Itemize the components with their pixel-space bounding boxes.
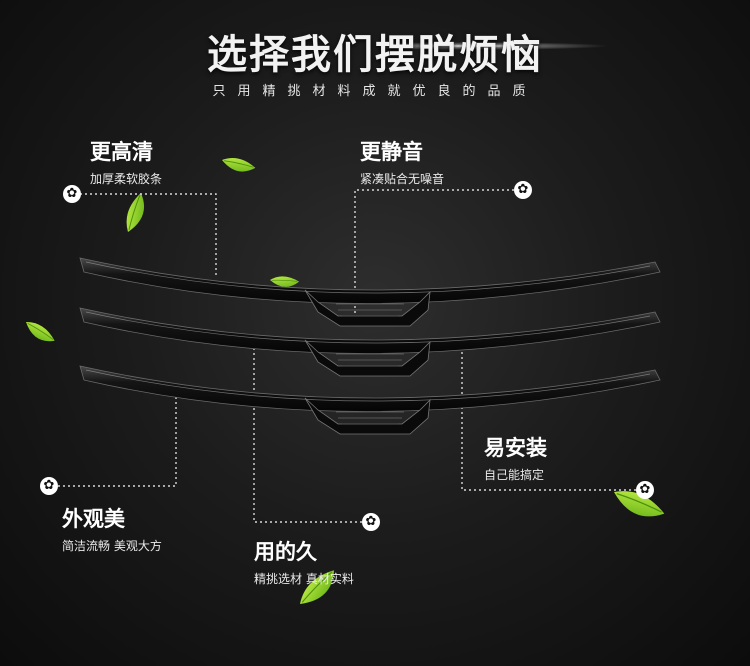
feature-clarity: 更高清 加厚柔软胶条	[90, 136, 162, 187]
feature-quiet: 更静音 紧凑贴合无噪音	[360, 136, 444, 187]
wiper-blade-icon	[79, 257, 661, 327]
feature-looks: 外观美 简洁流畅 美观大方	[62, 503, 162, 554]
feature-title: 用的久	[254, 540, 317, 564]
feature-title: 更静音	[360, 140, 423, 164]
feature-desc: 加厚柔软胶条	[90, 172, 163, 186]
feature-title: 外观美	[62, 507, 125, 531]
feature-desc: 精挑选材 真材实料	[254, 572, 354, 586]
feature-title: 易安装	[484, 436, 547, 460]
feature-desc: 紧凑贴合无噪音	[360, 172, 445, 186]
flower-icon: ✿	[63, 185, 81, 203]
flower-icon: ✿	[362, 513, 380, 531]
feature-title: 更高清	[90, 140, 153, 164]
flower-icon: ✿	[514, 181, 532, 199]
page-subtitle: 只用精挑材料成就优良的品质	[212, 84, 538, 99]
leaf-icon	[119, 190, 152, 236]
feature-install: 易安装 自己能搞定	[484, 432, 547, 483]
feature-desc: 自己能搞定	[484, 468, 545, 482]
callout-lines	[58, 189, 636, 523]
leaf-icon	[219, 152, 257, 177]
flower-icon: ✿	[40, 477, 58, 495]
page-title: 选择我们摆脱烦恼	[207, 32, 543, 78]
feature-durable: 用的久 精挑选材 真材实料	[254, 536, 354, 587]
leaf-icon	[22, 316, 58, 349]
title-shine	[380, 42, 610, 50]
flower-icon: ✿	[636, 481, 654, 499]
feature-desc: 简洁流畅 美观大方	[62, 539, 162, 553]
